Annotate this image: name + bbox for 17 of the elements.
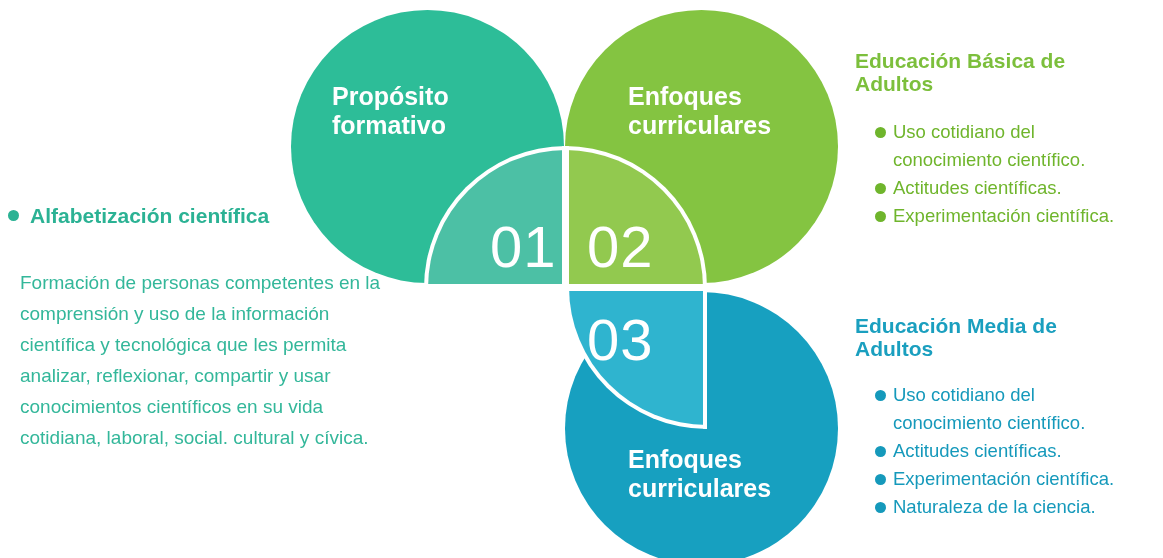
- section-heading: Educación Media de Adultos: [855, 314, 1058, 360]
- bullet-text: Actitudes científicas.: [893, 439, 1063, 463]
- bullet-text: Experimentación científica.: [893, 467, 1116, 491]
- section-heading: Educación Básica de Adultos: [855, 49, 1067, 95]
- bullet-text: Uso cotidiano del conocimiento científico.: [893, 120, 1087, 172]
- circle-title: Enfoques curriculares: [628, 445, 773, 503]
- bullet-text: Uso cotidiano del conocimiento científico.: [893, 383, 1087, 435]
- bullet-text: Actitudes científicas.: [893, 176, 1063, 200]
- bullet-text: Naturaleza de la ciencia.: [893, 495, 1097, 519]
- description-paragraph: Formación de personas competentes en la comprensión y uso de la información científica y tecnológica que les permita analizar, reflexionar, compartir y usar conocimientos científicos en su vida cotidiana, laboral, social. cultural y cívica.: [20, 271, 382, 450]
- segment-number: 01: [490, 218, 557, 276]
- segment-number: 03: [587, 311, 654, 369]
- section-heading: Alfabetización científica: [30, 204, 271, 227]
- segment-number: 02: [587, 218, 654, 276]
- bullet-text: Experimentación científica.: [893, 204, 1116, 228]
- circle-title: Enfoques curriculares: [628, 82, 773, 140]
- circle-title: Propósito formativo: [332, 82, 450, 140]
